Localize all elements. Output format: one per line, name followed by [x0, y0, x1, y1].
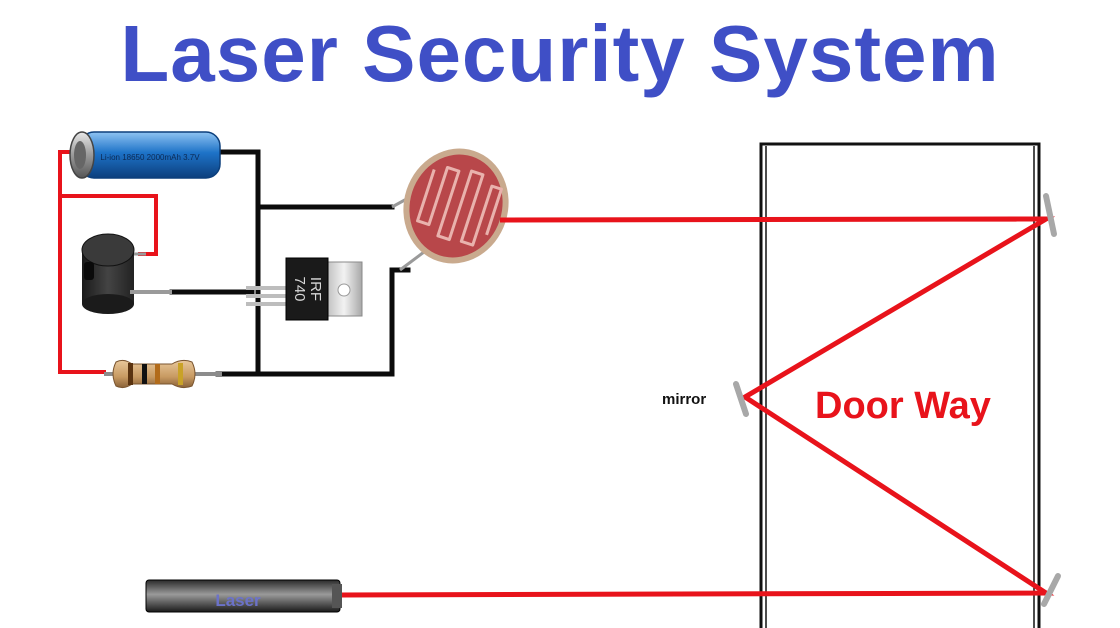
door-way-label: Door Way: [815, 385, 991, 427]
laser-label: Laser: [215, 591, 261, 610]
mirrors: [733, 193, 1061, 607]
page-title: Laser Security System: [120, 9, 1000, 98]
ldr-track: [416, 165, 503, 247]
mirror-top-right: [1043, 193, 1057, 237]
battery-positive-wire: [58, 150, 106, 374]
photoresistor: [391, 148, 509, 272]
laser-beam: [339, 216, 1056, 598]
mosfet-transistor: IRF 740: [246, 257, 363, 321]
buzzer: [81, 233, 172, 314]
mirror-middle-left: [733, 381, 749, 417]
mirror-bottom-right: [1041, 573, 1061, 607]
buzzer-positive-wire: [60, 194, 158, 256]
red-wires: [58, 150, 158, 374]
battery-to-ldr-wire: [215, 149, 395, 210]
mirror-label: mirror: [662, 391, 706, 408]
battery: Li-ion 18650 2000mAh 3.7V: [69, 131, 221, 179]
battery-label: Li-ion 18650 2000mAh 3.7V: [100, 153, 200, 162]
transistor-label-top: IRF: [307, 277, 324, 301]
transistor-label-bottom: 740: [291, 276, 308, 301]
resistor: [104, 359, 222, 389]
laser-emitter: Laser: [145, 579, 342, 613]
